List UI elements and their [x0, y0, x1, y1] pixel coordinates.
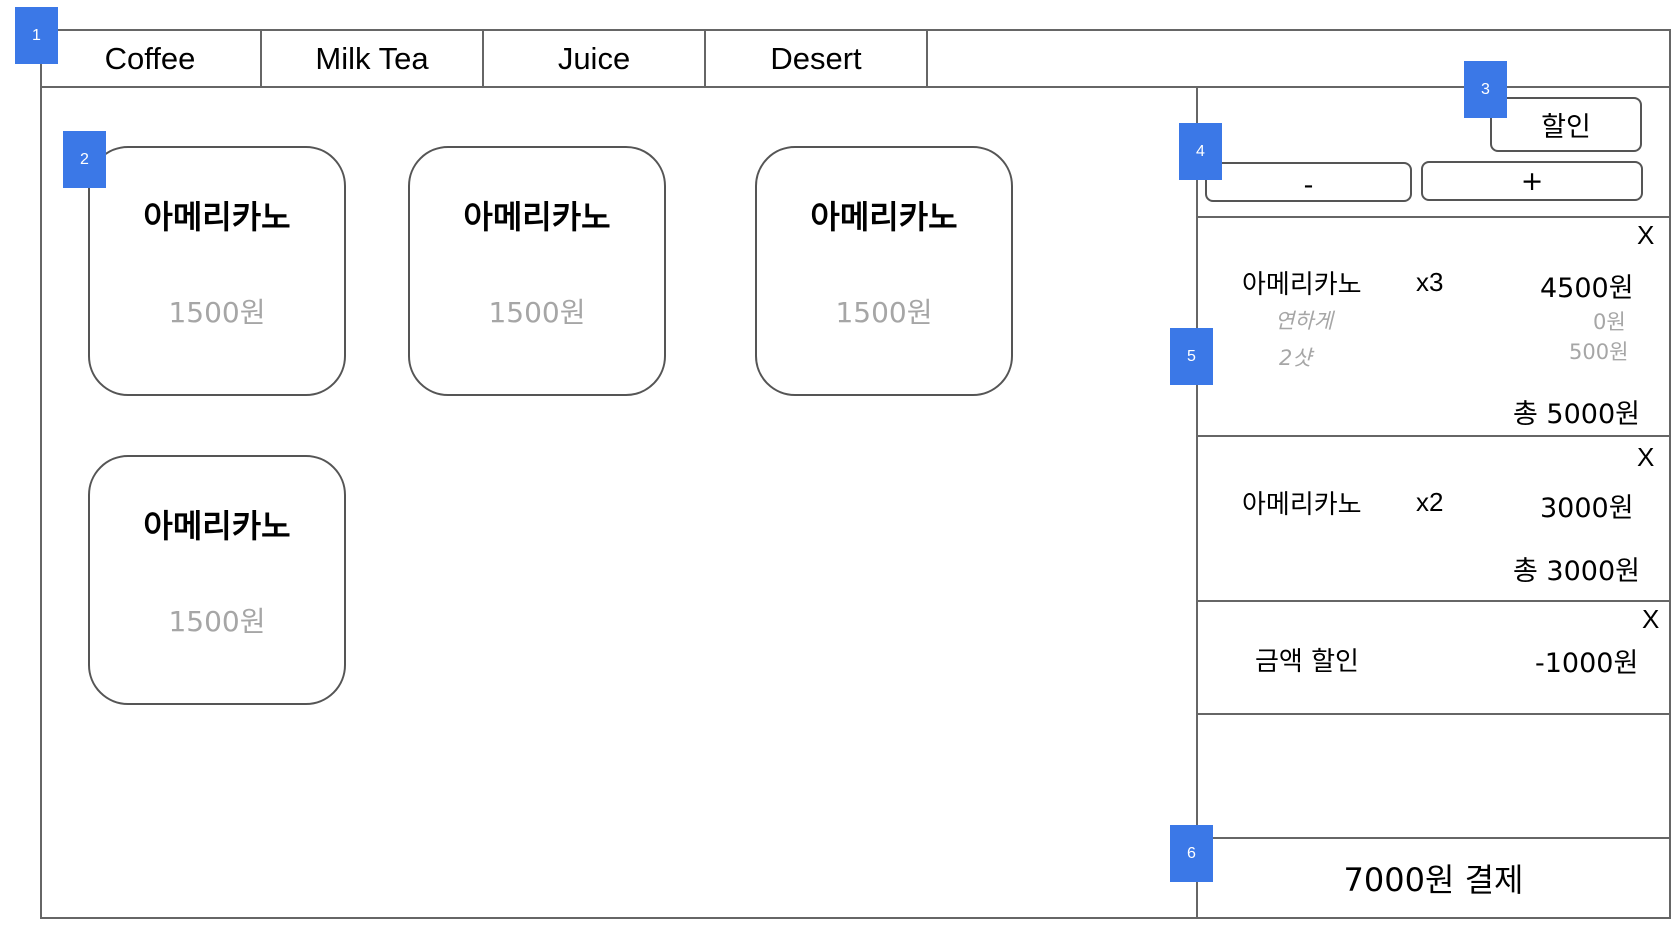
menu-item-name: 아메리카노: [463, 198, 611, 236]
annotation-marker-3: 3: [1464, 61, 1507, 118]
order-item-price: 4500원: [1540, 273, 1634, 304]
menu-item-price: 1500원: [168, 296, 266, 329]
annotation-marker-4: 4: [1179, 123, 1222, 180]
menu-item-name: 아메리카노: [143, 507, 291, 545]
remove-order-button[interactable]: X: [1637, 220, 1655, 250]
tab-desert[interactable]: Desert: [706, 29, 928, 88]
remove-discount-button[interactable]: X: [1642, 604, 1660, 634]
order-option-name: 연하게: [1275, 309, 1333, 333]
menu-item-card[interactable]: 아메리카노 1500원: [88, 455, 346, 705]
menu-item-name: 아메리카노: [143, 198, 291, 236]
menu-item-price: 1500원: [488, 296, 586, 329]
menu-item-card[interactable]: 아메리카노 1500원: [755, 146, 1013, 396]
order-row-divider-3: [1196, 713, 1671, 715]
pay-button[interactable]: 7000원 결제: [1198, 839, 1669, 917]
controls-divider: [1196, 216, 1671, 218]
order-option-price: 500원: [1569, 340, 1629, 364]
order-item-price: 3000원: [1540, 493, 1634, 524]
tab-milk-tea[interactable]: Milk Tea: [262, 29, 484, 88]
category-tab-bar: Coffee Milk Tea Juice Desert: [40, 29, 928, 88]
app-frame: [40, 29, 1671, 919]
order-option-price: 0원: [1593, 310, 1626, 334]
order-item-quantity: x2: [1416, 487, 1444, 517]
order-item-name: 아메리카노: [1242, 270, 1362, 300]
menu-item-card[interactable]: 아메리카노 1500원: [88, 146, 346, 396]
annotation-marker-1: 1: [15, 7, 58, 64]
tab-bar-divider: [40, 86, 1671, 88]
annotation-marker-2: 2: [63, 131, 106, 188]
annotation-marker-5: 5: [1170, 328, 1213, 385]
menu-item-price: 1500원: [835, 296, 933, 329]
discount-amount: -1000원: [1535, 648, 1639, 679]
order-panel-divider: [1196, 88, 1198, 919]
discount-label: 금액 할인: [1255, 647, 1359, 677]
menu-item-card[interactable]: 아메리카노 1500원: [408, 146, 666, 396]
order-option-name: 2샷: [1279, 346, 1312, 370]
order-item-total: 총 3000원: [1513, 556, 1640, 587]
increase-quantity-button[interactable]: +: [1421, 161, 1643, 201]
order-row-divider-2: [1196, 600, 1671, 602]
menu-item-name: 아메리카노: [810, 198, 958, 236]
decrease-quantity-button[interactable]: -: [1205, 162, 1412, 202]
order-row-divider-1: [1196, 435, 1671, 437]
remove-order-button[interactable]: X: [1637, 442, 1655, 472]
order-item-name: 아메리카노: [1242, 490, 1362, 520]
menu-item-price: 1500원: [168, 605, 266, 638]
order-item-quantity: x3: [1416, 267, 1444, 297]
tab-juice[interactable]: Juice: [484, 29, 706, 88]
order-item-total: 총 5000원: [1513, 399, 1640, 430]
pay-divider: [1196, 837, 1671, 839]
tab-coffee[interactable]: Coffee: [40, 29, 262, 88]
discount-button[interactable]: 할인: [1490, 97, 1642, 152]
annotation-marker-6: 6: [1170, 825, 1213, 882]
